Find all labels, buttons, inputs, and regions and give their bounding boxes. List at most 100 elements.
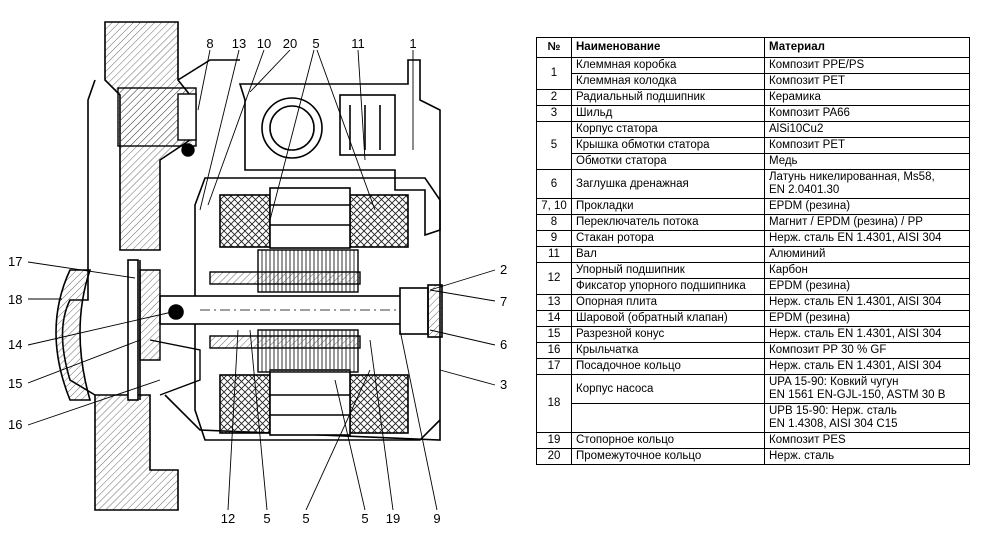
row-number: 9	[536, 230, 572, 247]
callout-19: 19	[386, 511, 400, 526]
row-number: 20	[536, 448, 572, 465]
callout-1: 1	[409, 36, 416, 51]
material-line: Композит PET	[769, 139, 846, 151]
material-line: Композит PET	[769, 75, 846, 87]
part-name: Стакан ротора	[571, 230, 765, 247]
part-name: Упорный подшипник	[571, 262, 765, 279]
part-name: Корпус насоса	[571, 374, 765, 404]
part-name: Вал	[571, 246, 765, 263]
part-name: Клеммная коробка	[571, 57, 765, 74]
callout-labels: 8 13 10 20 5 11 1 17 18 14 15 16 2 7 6 3…	[8, 36, 507, 526]
material-line: EN 1561 EN-GJL-150, ASTM 30 B	[769, 389, 946, 401]
part-material: Нерж. сталь EN 1.4301, AISI 304	[764, 326, 970, 343]
callout-16: 16	[8, 417, 22, 432]
callout-7: 7	[500, 294, 507, 309]
row-number: 5	[536, 121, 572, 170]
material-line: UPB 15-90: Нерж. сталь	[769, 405, 897, 417]
material-line: EN 1.4308, AISI 304 C15	[769, 418, 898, 430]
part-material: Композит PPE/PS	[764, 57, 970, 74]
part-name: Посадочное кольцо	[571, 358, 765, 375]
header-name: Наименование	[571, 37, 765, 58]
part-material: Медь	[764, 153, 970, 170]
row-number: 6	[536, 169, 572, 199]
part-name: Клеммная колодка	[571, 73, 765, 90]
material-line: Нерж. сталь	[769, 450, 835, 462]
row-number: 8	[536, 214, 572, 231]
part-name: Стопорное кольцо	[571, 432, 765, 449]
part-material: Композит PA66	[764, 105, 970, 122]
part-material: Композит PP 30 % GF	[764, 342, 970, 359]
material-line: Алюминий	[769, 248, 826, 260]
leader-lines	[27, 49, 496, 511]
part-material: Композит PET	[764, 137, 970, 154]
row-number: 18	[536, 374, 572, 433]
part-name	[571, 403, 765, 433]
row-number: 14	[536, 310, 572, 327]
material-line: Карбон	[769, 264, 808, 276]
row-number: 2	[536, 89, 572, 106]
part-name: Прокладки	[571, 198, 765, 215]
callout-5-bottom-c: 5	[361, 511, 368, 526]
part-material: AlSi10Cu2	[764, 121, 970, 138]
stator	[194, 177, 441, 441]
part-material: Керамика	[764, 89, 970, 106]
material-line: Нерж. сталь EN 1.4301, AISI 304	[769, 360, 942, 372]
callout-5-bottom-b: 5	[302, 511, 309, 526]
part-name: Обмотки статора	[571, 153, 765, 170]
part-name: Шильд	[571, 105, 765, 122]
part-material: Нерж. сталь EN 1.4301, AISI 304	[764, 230, 970, 247]
header-material: Материал	[764, 37, 970, 58]
material-line: EPDM (резина)	[769, 200, 851, 212]
row-number: 16	[536, 342, 572, 359]
part-name: Разрезной конус	[571, 326, 765, 343]
part-name: Шаровой (обратный клапан)	[571, 310, 765, 327]
part-name: Радиальный подшипник	[571, 89, 765, 106]
part-name: Опорная плита	[571, 294, 765, 311]
callout-2: 2	[500, 262, 507, 277]
material-line: UPA 15-90: Ковкий чугун	[769, 376, 899, 388]
callout-20: 20	[283, 36, 297, 51]
part-material: Карбон	[764, 262, 970, 279]
row-number: 3	[536, 105, 572, 122]
material-line: Медь	[769, 155, 798, 167]
row-number: 19	[536, 432, 572, 449]
part-name: Фиксатор упорного подшипника	[571, 278, 765, 295]
table-row: Клеммная колодка Композит PET	[537, 73, 970, 90]
row-number: 15	[536, 326, 572, 343]
part-material: EPDM (резина)	[764, 198, 970, 215]
callout-5-top: 5	[312, 36, 319, 51]
material-line: EPDM (резина)	[769, 312, 851, 324]
part-material: Нерж. сталь EN 1.4301, AISI 304	[764, 358, 970, 375]
part-name: Переключатель потока	[571, 214, 765, 231]
row-number: 1	[536, 57, 572, 90]
row-number: 13	[536, 294, 572, 311]
flow-switch	[117, 87, 197, 157]
part-material: EPDM (резина)	[764, 278, 970, 295]
callout-6: 6	[500, 337, 507, 352]
rotor	[209, 249, 361, 373]
callout-5-bottom-a: 5	[263, 511, 270, 526]
material-line: Нерж. сталь EN 1.4301, AISI 304	[769, 296, 942, 308]
part-material: Нерж. сталь	[764, 448, 970, 465]
part-material: Композит PES	[764, 432, 970, 449]
material-line: EN 2.0401.30	[769, 184, 840, 196]
